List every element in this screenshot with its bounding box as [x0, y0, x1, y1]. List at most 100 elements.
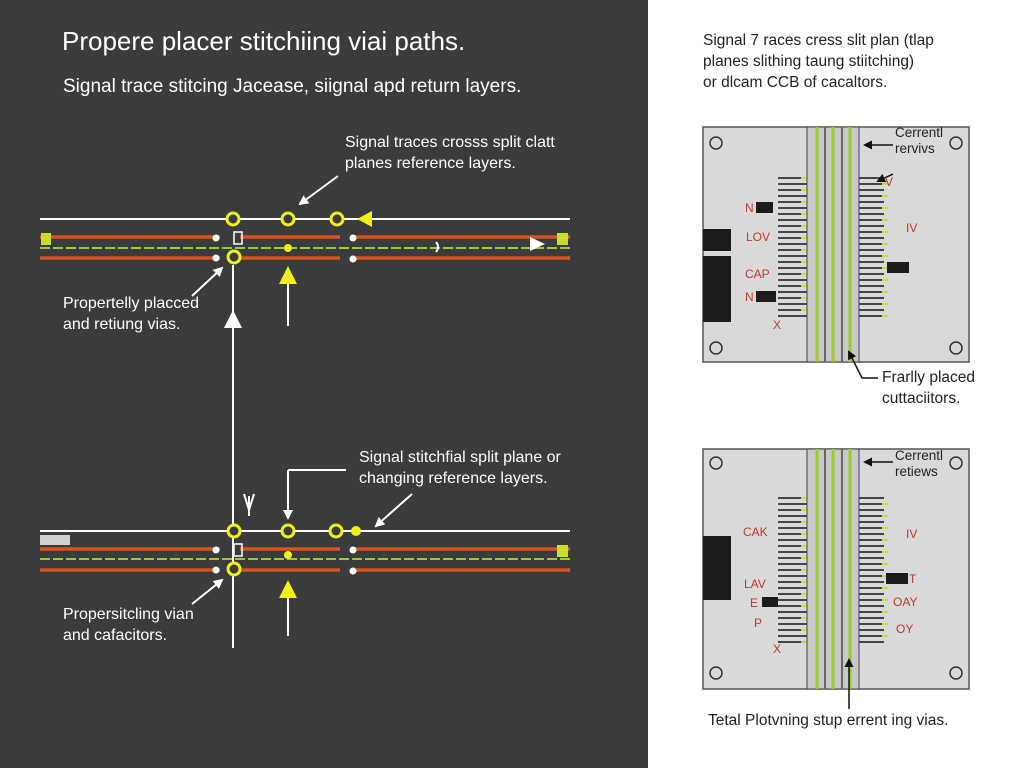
- stitching-via: [226, 523, 242, 539]
- board-mark: X: [773, 642, 782, 656]
- right-footer-caption: Tetal Plotvning stup errent ing vias.: [708, 712, 949, 729]
- top-left-label-arrow: [191, 266, 224, 297]
- right-pad-row: [882, 503, 888, 637]
- via-pointer-arrowhead: [279, 266, 297, 284]
- stitching-via: [225, 211, 241, 227]
- board-mark: N: [745, 201, 754, 215]
- label-line: and retiung vias.: [63, 316, 181, 333]
- stitching-via: [329, 211, 345, 227]
- label-line: Propersitcling vian: [63, 606, 194, 623]
- label-line: Propertelly placced: [63, 295, 200, 312]
- mounting-hole: [709, 666, 723, 680]
- header-line: planes slithing taung stiitching): [703, 53, 915, 70]
- board-mark: V: [885, 175, 894, 189]
- board-mark: LOV: [746, 230, 771, 244]
- trace-node: [349, 546, 357, 554]
- board-mark: N: [745, 290, 754, 304]
- diagram-title: Propere placer stitchiing viai paths.: [62, 26, 466, 56]
- board-mark: X: [773, 318, 782, 332]
- right-pin-row: [859, 497, 884, 643]
- mounting-hole: [949, 666, 963, 680]
- trace-node: [349, 234, 357, 242]
- stitching-via: [280, 211, 296, 227]
- trace-node: [349, 567, 357, 575]
- board-mark: CAK: [743, 525, 768, 539]
- trace-node: [212, 254, 220, 262]
- capacitor: [762, 597, 778, 607]
- callout-line: Signal traces crosss split clatt: [345, 134, 555, 151]
- trace-node: [212, 566, 220, 574]
- board-mark: P: [754, 616, 763, 630]
- connector-block: [703, 256, 731, 322]
- mounting-hole: [709, 341, 723, 355]
- bottom-callout-label: Signal stitchfial split plane or changin…: [359, 447, 561, 489]
- connector-block: [703, 229, 731, 251]
- trace-break-mark: [435, 241, 439, 253]
- trace-node: [212, 546, 220, 554]
- capacitor: [887, 262, 909, 273]
- via-pointer-arrowhead: [279, 580, 297, 598]
- mounting-hole: [709, 136, 723, 150]
- left-pad-row: [801, 497, 807, 643]
- top-left-label: Propertelly placced and retiung vias.: [63, 293, 199, 335]
- board-mark: OY: [896, 622, 914, 636]
- callout-line: Signal stitchfial split plane or: [359, 449, 561, 466]
- top-trace-group: [40, 175, 570, 326]
- top-board-bottom-label: Frarlly placed cuttaciitors.: [882, 367, 975, 409]
- bottom-label-arrow: [848, 350, 878, 379]
- mounting-hole: [709, 456, 723, 470]
- left-pad-row: [801, 177, 807, 311]
- mounting-hole: [949, 136, 963, 150]
- top-pin-rows: [778, 177, 888, 317]
- capacitor: [756, 202, 773, 213]
- capacitor: [756, 291, 776, 302]
- stitching-via: [280, 523, 296, 539]
- stitching-via: [351, 526, 361, 536]
- stitching-via: [226, 249, 242, 265]
- label-line: and cafacitors.: [63, 627, 168, 644]
- trace-end-pad: [40, 535, 70, 545]
- bottom-pin-rows: [778, 497, 888, 643]
- mounting-hole: [949, 341, 963, 355]
- split-gap-mark: [233, 543, 243, 557]
- label-line: Frarlly placed: [882, 369, 976, 386]
- left-diagram-panel: [0, 0, 648, 768]
- trace-node: [349, 255, 357, 263]
- top-callout-arrow: [298, 175, 339, 206]
- bottom-left-label-arrow: [191, 578, 224, 605]
- signal-direction-arrow: [357, 211, 372, 227]
- top-board-callout: Cerrentl rervivs: [895, 125, 943, 157]
- board-mark: T: [909, 572, 917, 586]
- diagram-subtitle: Signal trace stitcing Jacease, siignal a…: [63, 76, 522, 97]
- board-mark: CAP: [745, 267, 770, 281]
- right-header: Signal 7 races cress slit plan (tlap pla…: [703, 30, 934, 93]
- small-down-arrow: [243, 493, 255, 516]
- top-pcb-board: [702, 126, 970, 379]
- connector-block: [703, 536, 731, 600]
- split-gap-mark: [233, 231, 243, 245]
- board-mark: OAY: [893, 595, 918, 609]
- capacitor: [886, 573, 908, 584]
- stitching-via: [226, 561, 242, 577]
- stitching-via: [284, 551, 292, 559]
- bottom-pcb-board: [702, 448, 970, 709]
- callout-line: rervivs: [895, 141, 935, 156]
- callout-line: Cerrentl: [895, 448, 944, 463]
- trace-end-pad: [557, 233, 568, 245]
- board-mark: IV: [906, 527, 918, 541]
- stitching-via: [284, 244, 292, 252]
- callout-line: retiews: [895, 464, 938, 479]
- bottom-trace-group: [40, 469, 570, 636]
- callout-line: changing reference layers.: [359, 470, 548, 487]
- right-pad-row: [882, 183, 888, 317]
- left-pin-row: [778, 497, 807, 643]
- label-line: cuttaciitors.: [882, 390, 961, 407]
- callout-line: Cerrentl: [895, 125, 944, 140]
- left-pin-row: [778, 177, 807, 317]
- bottom-board-callout: Cerrentl retiews: [895, 448, 943, 480]
- right-pin-row: [859, 177, 884, 317]
- callout-line: planes reference layers.: [345, 155, 516, 172]
- board-mark: IV: [906, 221, 918, 235]
- header-line: Signal 7 races cress slit plan (tlap: [703, 32, 934, 49]
